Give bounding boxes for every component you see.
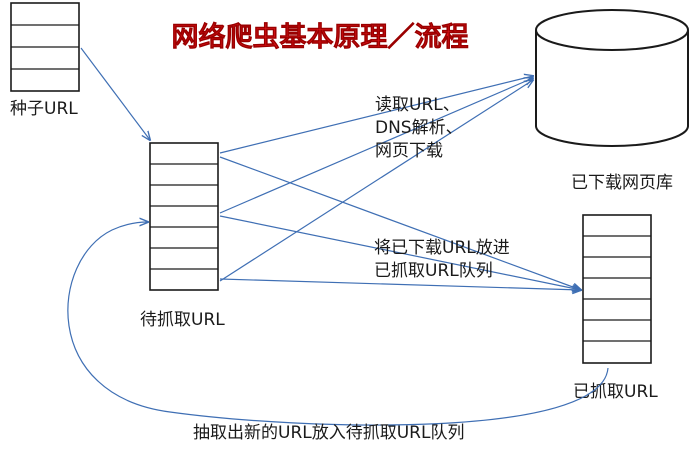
pending-to-database-arrow-3 [219,80,533,282]
pending-url-label: 待抓取URL [140,310,225,330]
seed-url-label: 种子URL [10,99,78,119]
database-label: 已下载网页库 [571,173,673,193]
flow-arrows [67,47,609,426]
pending-to-crawled-arrow-3 [219,278,581,290]
pending-to-crawled-arrow-2 [219,215,581,290]
download-step-label-3: 网页下载 [375,141,443,161]
pending-to-database-arrow-1 [219,76,533,154]
seed-to-pending-arrow [80,47,150,140]
seed-url-queue [10,2,80,92]
download-step-label-2: DNS解析、 [375,118,463,138]
crawled-url-label: 已抓取URL [573,382,658,402]
diagram-title: 网络爬虫基本原理／流程 [172,21,469,53]
enqueue-crawled-label-1: 将已下载URL放进 [374,238,510,258]
extract-new-urls-label: 抽取出新的URL放入待抓取URL队列 [193,423,464,443]
crawled-url-queue [582,214,652,364]
pending-url-queue [149,142,219,291]
pending-to-crawled-arrow-1 [219,156,581,290]
pending-to-database-arrow-2 [219,78,533,214]
download-step-label-1: 读取URL、 [375,95,460,115]
feedback-loop-arrow [67,222,609,426]
enqueue-crawled-label-2: 已抓取URL队列 [374,261,493,281]
downloaded-pages-database [535,9,689,147]
